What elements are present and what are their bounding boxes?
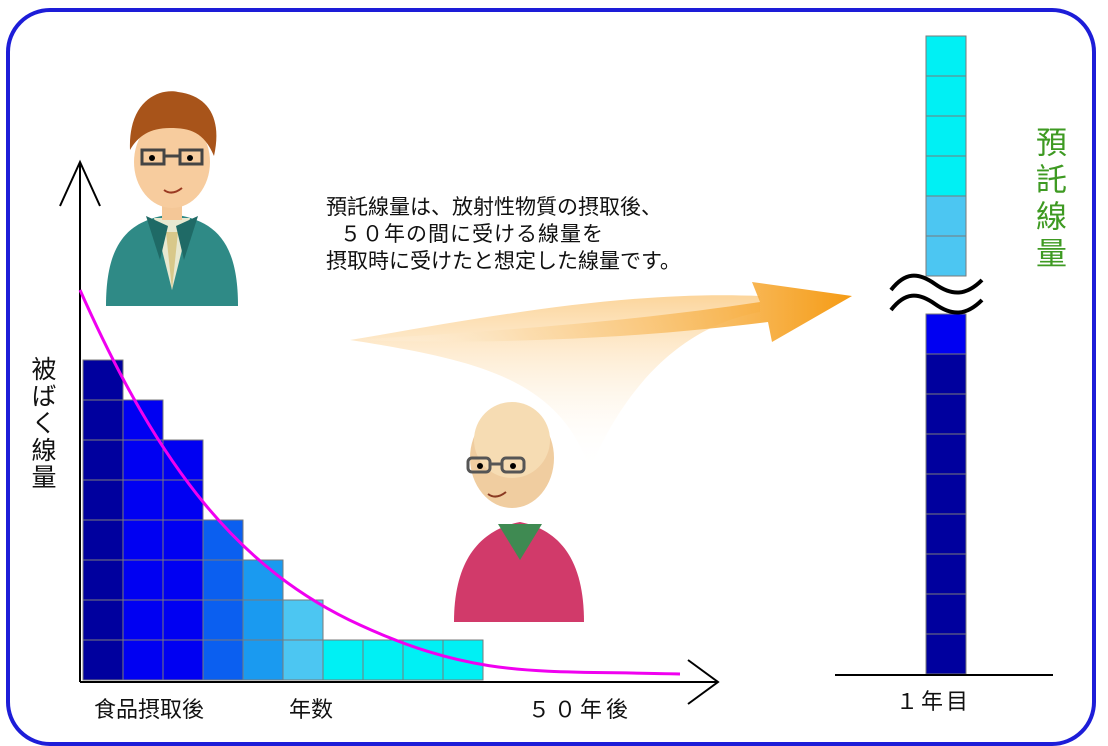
dose-block xyxy=(202,639,244,681)
upper-dose-block xyxy=(925,35,967,77)
lower-dose-block xyxy=(925,633,967,675)
upper-dose-block xyxy=(925,155,967,197)
dose-block xyxy=(82,599,124,641)
dose-block xyxy=(282,639,324,681)
dose-block xyxy=(122,599,164,641)
dose-block xyxy=(82,439,124,481)
dose-block xyxy=(82,519,124,561)
dose-block xyxy=(242,599,284,641)
upper-dose-block xyxy=(925,75,967,117)
dose-block xyxy=(122,439,164,481)
dose-block xyxy=(122,559,164,601)
dose-block xyxy=(162,519,204,561)
upper-dose-block xyxy=(925,195,967,237)
upper-dose-block xyxy=(925,115,967,157)
decay-curve xyxy=(78,289,681,676)
dose-block xyxy=(282,599,324,641)
dose-staircase-bars xyxy=(82,359,484,681)
dose-block xyxy=(122,519,164,561)
elderly-man-icon xyxy=(454,402,584,622)
dose-block xyxy=(162,439,204,481)
dose-block xyxy=(122,399,164,441)
dose-block xyxy=(82,559,124,601)
x-axis xyxy=(80,659,720,705)
dose-block xyxy=(362,639,404,681)
dose-block xyxy=(122,639,164,681)
lower-dose-block xyxy=(925,473,967,515)
axis-break-icon xyxy=(889,273,984,315)
y-axis-label: 被ばく線量 xyxy=(28,356,57,491)
dose-block xyxy=(82,399,124,441)
dose-block xyxy=(202,559,244,601)
lower-dose-block xyxy=(925,353,967,395)
x-axis-start-label: 食品摂取後 xyxy=(94,698,205,723)
x-axis-end-label: ５０年後 xyxy=(528,698,633,723)
dose-block xyxy=(82,479,124,521)
dose-block xyxy=(162,479,204,521)
explanation-text: 預託線量は、放射性物質の摂取後、 ５０年の間に受ける線量を 摂取時に受けたと想定… xyxy=(326,194,681,275)
dose-block xyxy=(162,559,204,601)
x-axis-label: 年数 xyxy=(289,698,334,723)
lower-dose-block xyxy=(925,313,967,355)
explanation-line: 預託線量は、放射性物質の摂取後、 xyxy=(326,195,662,219)
explanation-line: 摂取時に受けたと想定した線量です。 xyxy=(326,249,681,273)
lower-dose-block xyxy=(925,513,967,555)
explanation-line: ５０年の間に受ける線量を xyxy=(340,222,604,246)
dose-block xyxy=(202,599,244,641)
dose-block xyxy=(162,599,204,641)
lower-dose-block xyxy=(925,593,967,635)
dose-block xyxy=(242,639,284,681)
dose-block xyxy=(122,479,164,521)
y-axis xyxy=(59,159,101,682)
young-man-icon xyxy=(106,91,238,306)
lower-dose-block xyxy=(925,393,967,435)
committed-dose-bar xyxy=(925,35,967,675)
lower-dose-block xyxy=(925,433,967,475)
dose-block xyxy=(162,639,204,681)
transfer-arrow xyxy=(350,282,852,470)
first-year-label: １年目 xyxy=(896,690,972,715)
dose-block xyxy=(242,559,284,601)
upper-dose-block xyxy=(925,235,967,277)
committed-dose-label: 預託線量 xyxy=(1030,126,1066,274)
dose-block xyxy=(82,639,124,681)
lower-dose-block xyxy=(925,553,967,595)
dose-block xyxy=(322,639,364,681)
